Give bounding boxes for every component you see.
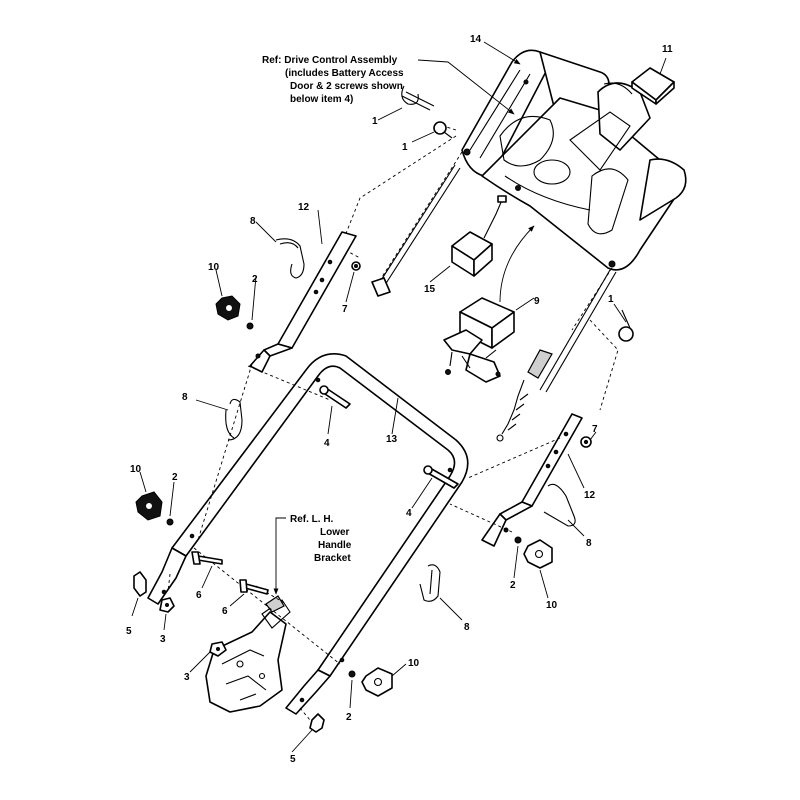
svg-text:below item 4): below item 4) — [290, 94, 353, 105]
note-drive-control-assembly: Ref: Drive Control Assembly (includes Ba… — [262, 55, 404, 105]
nut-right — [580, 436, 592, 448]
callout-14: 14 — [470, 34, 482, 45]
callout-2: 2 — [252, 274, 258, 285]
callout-10: 10 — [208, 262, 220, 273]
carriage-bolt-right — [423, 465, 459, 489]
hex-bolt-upper — [191, 551, 223, 565]
callout-5: 5 — [126, 626, 132, 637]
knob-upper-left — [215, 295, 241, 321]
control-cable-right — [496, 269, 617, 442]
knob-lower-left — [135, 491, 163, 521]
callout-12: 12 — [298, 202, 310, 213]
cable-tie-lower-right — [419, 564, 441, 602]
washer-lower-left — [166, 518, 174, 526]
callout-10: 10 — [408, 658, 420, 669]
callout-8: 8 — [586, 538, 592, 549]
callout-2: 2 — [510, 580, 516, 591]
svg-text:Bracket: Bracket — [314, 553, 351, 564]
callout-15: 15 — [424, 284, 436, 295]
callout-3: 3 — [184, 672, 190, 683]
callout-7: 7 — [592, 424, 598, 435]
callout-13: 13 — [386, 434, 398, 445]
callout-11: 11 — [662, 44, 673, 55]
cable-tie-top — [401, 85, 435, 111]
cable-tie-mid-left — [225, 398, 243, 441]
washer-upper-left — [246, 322, 254, 330]
carriage-bolt-left — [319, 385, 351, 409]
lower-handle-bracket — [205, 595, 291, 713]
callout-1: 1 — [608, 294, 614, 305]
callout-10: 10 — [130, 464, 142, 475]
svg-text:Lower: Lower — [320, 527, 350, 538]
locknut-left — [159, 597, 175, 613]
callout-6: 6 — [222, 606, 228, 617]
callout-3: 3 — [160, 634, 166, 645]
upper-handle-tube-left — [249, 231, 357, 373]
hex-bolt-lower — [239, 579, 269, 595]
rivet-1-right — [618, 309, 634, 342]
locknut-lower — [209, 641, 227, 657]
bolt-bottom — [309, 713, 325, 733]
svg-text:Handle: Handle — [318, 540, 352, 551]
control-cable-left — [371, 164, 461, 297]
callout-4: 4 — [406, 508, 412, 519]
upper-handle-tube-right — [481, 413, 583, 547]
callout-8: 8 — [464, 622, 470, 633]
callout-1: 1 — [372, 116, 378, 127]
knob-bottom — [361, 667, 393, 697]
cable-tie-right — [543, 483, 576, 527]
svg-text:Door & 2 screws shown: Door & 2 screws shown — [290, 81, 403, 92]
bolt-left — [133, 571, 147, 597]
cable-tie-upper-left — [275, 238, 305, 279]
svg-text:(includes Battery Access: (includes Battery Access — [285, 68, 404, 79]
switch-bracket-assembly — [443, 329, 501, 383]
callout-2: 2 — [346, 712, 352, 723]
note-lh-lower-handle-bracket: Ref. L. H. Lower Handle Bracket — [290, 514, 352, 564]
callout-10: 10 — [546, 600, 558, 611]
callout-8: 8 — [182, 392, 188, 403]
callout-9: 9 — [534, 296, 540, 307]
battery-charger — [451, 195, 507, 277]
svg-text:Ref: Drive Control Assembly: Ref: Drive Control Assembly — [262, 55, 398, 66]
upper-handle-drive-control-assembly — [461, 49, 687, 271]
callout-numbers: 1 1 1 2 2 2 2 3 3 4 4 5 5 6 6 7 7 8 8 8 … — [126, 34, 673, 765]
callout-1: 1 — [402, 142, 408, 153]
callout-leaders — [131, 41, 667, 753]
washer-lower-right — [514, 536, 522, 544]
callout-5: 5 — [290, 754, 296, 765]
nut-upper — [351, 261, 361, 271]
lower-handle — [147, 353, 469, 715]
knob-lower-right — [523, 539, 553, 569]
callout-6: 6 — [196, 590, 202, 601]
svg-text:Ref. L. H.: Ref. L. H. — [290, 514, 334, 525]
callout-8: 8 — [250, 216, 256, 227]
callout-4: 4 — [324, 438, 330, 449]
callout-2: 2 — [172, 472, 178, 483]
rivet-1-top — [433, 121, 453, 139]
callout-12: 12 — [584, 490, 596, 501]
battery — [459, 225, 535, 349]
battery-access-door — [631, 67, 675, 105]
washer-bottom — [348, 670, 356, 678]
callout-7: 7 — [342, 304, 348, 315]
